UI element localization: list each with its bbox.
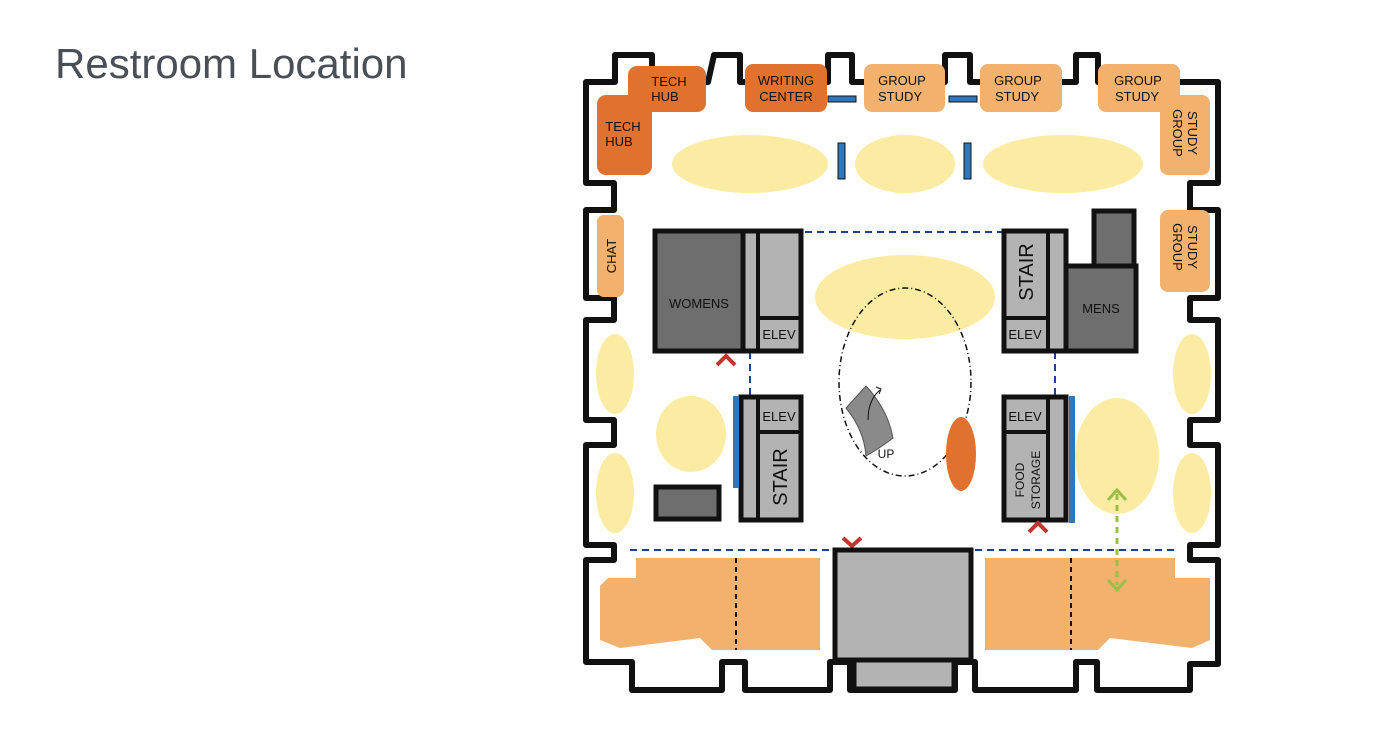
center-staircase[interactable] <box>845 385 894 457</box>
bottom-center-room[interactable] <box>832 547 974 663</box>
seating-area <box>596 334 634 414</box>
seating-area <box>596 453 634 533</box>
group-study-right-2[interactable] <box>1160 210 1210 292</box>
tech-hub-joint <box>628 95 652 112</box>
mens-restroom[interactable] <box>1063 263 1139 354</box>
elev-ne-label: ELEV <box>1008 327 1042 342</box>
entry-marker <box>841 536 863 549</box>
stair-sw-label: STAIR <box>770 448 792 505</box>
seating-area <box>672 135 828 193</box>
door-marker <box>827 95 857 103</box>
page-title: Restroom Location <box>55 40 408 87</box>
storage-block <box>653 484 722 522</box>
building-outline <box>583 52 1221 693</box>
seating-area <box>815 255 995 339</box>
bottom-left-area[interactable] <box>600 558 820 650</box>
group-study-right-1-label-1: GROUP <box>1170 109 1185 157</box>
food-storage-label-1: FOOD <box>1013 462 1027 497</box>
group-study-1-label-2: STUDY <box>878 89 922 104</box>
group-study-1-label-1: GROUP <box>878 73 926 88</box>
door-marker <box>837 142 846 180</box>
stair-well-outline <box>838 287 972 477</box>
seating-area <box>1173 453 1211 533</box>
womens-label: WOMENS <box>669 296 729 311</box>
orange-marker <box>946 417 976 491</box>
restroom-marker-womens <box>715 353 737 367</box>
elev-nw-label: ELEV <box>762 327 796 342</box>
wall-panel-blue <box>733 396 739 488</box>
group-study-3-label-1: GROUP <box>1114 73 1162 88</box>
writing-center-label-1: WRITING <box>758 73 814 88</box>
tech-hub-left-label-2: HUB <box>605 134 632 149</box>
tech-hub-top-label-2: HUB <box>651 89 678 104</box>
elev-sw-label: ELEV <box>762 409 796 424</box>
seating-area <box>983 135 1143 193</box>
corridor-lines <box>630 231 1176 551</box>
chat-room[interactable] <box>597 215 624 297</box>
womens-core <box>740 228 804 354</box>
group-study-right-2-label-1: GROUP <box>1170 223 1185 271</box>
writing-center-label-2: CENTER <box>759 89 812 104</box>
tech-hub-left[interactable] <box>597 95 652 175</box>
up-label: UP <box>878 447 895 461</box>
bottom-right-area[interactable] <box>985 558 1210 650</box>
stair-sw[interactable] <box>738 394 804 523</box>
group-study-2-label-1: GROUP <box>994 73 1042 88</box>
womens-restroom[interactable] <box>652 228 746 354</box>
group-study-2-label-2: STUDY <box>995 89 1039 104</box>
group-study-1[interactable] <box>864 64 945 112</box>
group-study-3-label-2: STUDY <box>1115 89 1159 104</box>
seating-area <box>1173 334 1211 414</box>
food-storage-label-2: STORAGE <box>1029 451 1043 509</box>
seating-area <box>656 396 726 472</box>
group-study-right-1[interactable] <box>1160 95 1210 175</box>
mens-annex <box>1091 208 1137 270</box>
bottom-center-annex <box>851 657 957 692</box>
mens-label: MENS <box>1082 301 1120 316</box>
group-study-joint <box>1160 95 1180 112</box>
stair-ne-label: STAIR <box>1016 243 1038 300</box>
tech-hub-left-label-1: TECH <box>605 119 640 134</box>
elev-se-label: ELEV <box>1008 409 1042 424</box>
group-study-right-2-label-2: STUDY <box>1185 225 1200 269</box>
seating-area <box>855 135 955 193</box>
food-storage[interactable] <box>1001 394 1069 523</box>
group-study-3[interactable] <box>1098 64 1180 112</box>
door-marker <box>963 142 972 180</box>
restroom-marker-mens <box>1027 520 1049 534</box>
group-study-right-1-label-2: STUDY <box>1185 111 1200 155</box>
group-study-2[interactable] <box>980 64 1062 112</box>
chat-label: CHAT <box>604 239 619 273</box>
wall-panel-blue <box>1069 396 1075 523</box>
writing-center[interactable] <box>745 64 827 112</box>
door-marker <box>948 95 978 103</box>
tech-hub-top-label-1: TECH <box>651 74 686 89</box>
seating-area <box>1075 398 1159 514</box>
stair-ne[interactable] <box>1001 228 1069 354</box>
